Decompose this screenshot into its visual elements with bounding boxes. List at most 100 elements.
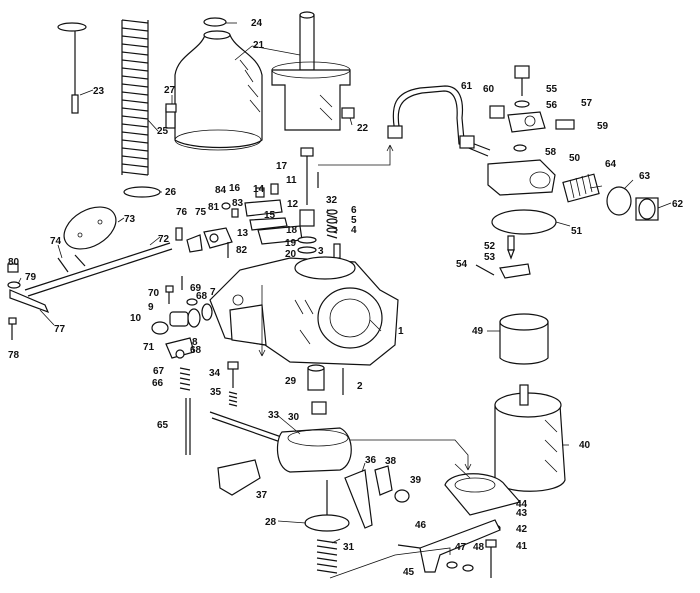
part-label-73: 73 bbox=[124, 214, 136, 225]
part-label-59: 59 bbox=[597, 121, 609, 132]
part-label-22: 22 bbox=[357, 123, 369, 134]
part-1-carb-body bbox=[209, 256, 399, 366]
part-label-58: 58 bbox=[545, 147, 557, 158]
part-label-19: 19 bbox=[285, 238, 297, 249]
part-label-53: 53 bbox=[484, 252, 496, 263]
part-label-12: 12 bbox=[287, 199, 299, 210]
part-label-10: 10 bbox=[130, 313, 142, 324]
part-label-61: 61 bbox=[461, 81, 473, 92]
part-17-jet bbox=[300, 147, 314, 205]
part-56-washer bbox=[514, 100, 530, 108]
part-67-pivot bbox=[175, 349, 185, 359]
part-14-16-linkage bbox=[244, 183, 283, 217]
part-label-31: 31 bbox=[343, 542, 355, 553]
part-25-spring bbox=[121, 19, 149, 176]
part-45-bracket bbox=[419, 519, 501, 573]
part-label-5: 5 bbox=[351, 215, 357, 226]
part-label-83: 83 bbox=[232, 198, 244, 209]
part-label-77: 77 bbox=[54, 324, 66, 335]
part-80-nut bbox=[7, 263, 19, 273]
part-label-4: 4 bbox=[351, 225, 357, 236]
part-71-clip bbox=[165, 337, 195, 359]
part-51-gasket bbox=[491, 209, 557, 235]
part-label-49: 49 bbox=[472, 326, 484, 337]
part-label-75: 75 bbox=[195, 207, 207, 218]
part-20-washer bbox=[297, 246, 317, 254]
part-53-fork bbox=[499, 263, 531, 279]
part-62-union bbox=[635, 197, 659, 221]
part-label-25: 25 bbox=[157, 126, 169, 137]
part-label-2: 2 bbox=[357, 381, 363, 392]
part-48-washer bbox=[462, 564, 474, 572]
part-label-34: 34 bbox=[209, 368, 221, 379]
part-label-57: 57 bbox=[581, 98, 593, 109]
part-label-39: 39 bbox=[410, 475, 422, 486]
assembly-arrows bbox=[258, 144, 472, 579]
part-label-70: 70 bbox=[148, 288, 160, 299]
part-label-20: 20 bbox=[285, 249, 297, 260]
part-4-washer bbox=[326, 227, 338, 233]
part-59-filter bbox=[555, 119, 575, 130]
part-label-74: 74 bbox=[50, 236, 62, 247]
part-label-15: 15 bbox=[264, 210, 276, 221]
part-57-banjo bbox=[507, 111, 546, 133]
part-label-78: 78 bbox=[8, 350, 20, 361]
part-label-52: 52 bbox=[484, 241, 496, 252]
part-10-nut bbox=[151, 321, 169, 335]
part-52-needle bbox=[507, 235, 515, 260]
part-3-gland bbox=[333, 243, 341, 259]
part-label-7: 7 bbox=[210, 287, 216, 298]
part-label-72: 72 bbox=[158, 234, 170, 245]
part-24-ring bbox=[203, 17, 227, 27]
part-label-69: 69 bbox=[190, 283, 202, 294]
part-label-32: 32 bbox=[326, 195, 338, 206]
part-50-lid bbox=[487, 159, 556, 196]
part-61-fuel-pipe bbox=[387, 85, 491, 157]
part-label-11: 11 bbox=[286, 175, 297, 186]
part-38-clip bbox=[374, 465, 393, 496]
part-21-piston bbox=[271, 11, 351, 131]
part-label-28: 28 bbox=[265, 517, 277, 528]
part-5-washer bbox=[326, 218, 338, 224]
part-label-24: 24 bbox=[251, 18, 263, 29]
part-21-suction-chamber bbox=[165, 30, 263, 151]
part-76-pin bbox=[175, 227, 183, 241]
part-label-18: 18 bbox=[286, 225, 298, 236]
part-label-51: 51 bbox=[571, 226, 583, 237]
part-46-screw bbox=[397, 544, 421, 549]
part-72-spindle bbox=[24, 242, 173, 297]
part-label-67: 67 bbox=[153, 366, 165, 377]
part-number-labels: 1 2 3 4 5 6 7 8 9 10 11 12 13 14 15 16 1… bbox=[8, 18, 684, 578]
part-36-lever bbox=[344, 469, 373, 529]
part-23-damper bbox=[57, 22, 87, 114]
part-65-lever bbox=[185, 398, 191, 455]
part-label-55: 55 bbox=[546, 84, 558, 95]
part-label-1: 1 bbox=[398, 326, 404, 337]
part-70-screw bbox=[165, 285, 174, 304]
part-label-50: 50 bbox=[569, 153, 581, 164]
part-label-36: 36 bbox=[365, 455, 377, 466]
part-55-bolt bbox=[514, 65, 530, 96]
part-label-33: 33 bbox=[268, 410, 280, 421]
part-label-46: 46 bbox=[415, 520, 427, 531]
part-label-44: 44 bbox=[516, 499, 528, 510]
part-label-42: 42 bbox=[516, 524, 528, 535]
part-label-9: 9 bbox=[148, 302, 154, 313]
part-60-nut bbox=[489, 105, 505, 119]
part-label-71: 71 bbox=[143, 342, 155, 353]
part-6-washer bbox=[326, 209, 338, 215]
part-label-63: 63 bbox=[639, 171, 651, 182]
part-label-6: 6 bbox=[351, 205, 357, 216]
part-8-washer bbox=[187, 308, 201, 328]
part-label-8: 8 bbox=[192, 337, 198, 348]
leader-lines bbox=[17, 22, 672, 544]
part-39-bush bbox=[394, 489, 410, 503]
part-label-17: 17 bbox=[276, 161, 288, 172]
part-label-65: 65 bbox=[157, 420, 169, 431]
part-79-washer bbox=[7, 281, 21, 289]
part-34-screw bbox=[227, 361, 239, 388]
part-label-68: 68 bbox=[196, 291, 208, 302]
part-label-23: 23 bbox=[93, 86, 105, 97]
part-18-jet-assembly bbox=[299, 209, 315, 227]
